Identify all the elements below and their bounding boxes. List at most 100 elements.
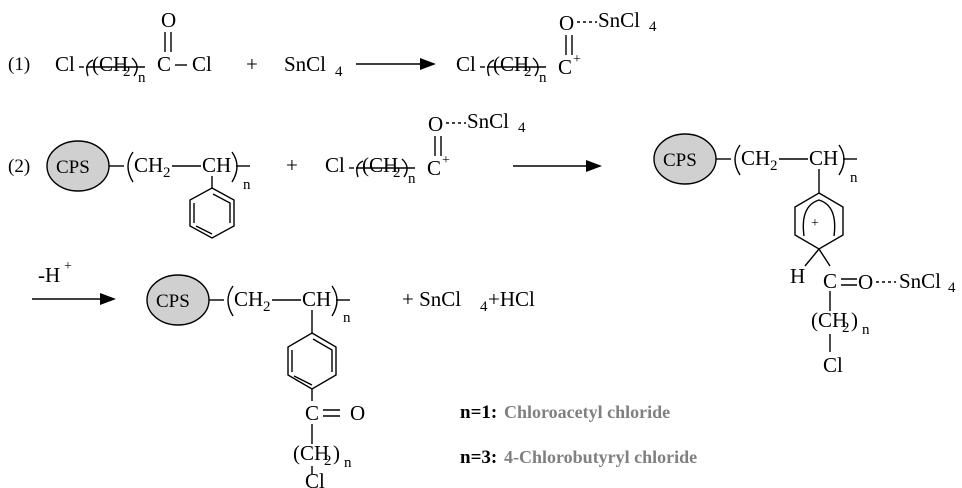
paren-close [331, 285, 338, 317]
prod3-n: n [343, 310, 351, 326]
reagent-sub: 4 [335, 64, 343, 80]
prod3-c: C [305, 401, 319, 425]
reaction-arrow-2 [513, 160, 602, 172]
benzene-double-bond [312, 338, 333, 372]
prod3-ch: CH [302, 287, 331, 311]
benzene-double-bond [212, 193, 231, 223]
int-cps: CPS [663, 150, 697, 171]
acyl-ch2: (CH [92, 52, 128, 76]
benzene-ring [189, 187, 235, 239]
arenium-ring [794, 192, 844, 250]
byproducts: + SnCl 4 +HCl [402, 287, 535, 315]
int-c: C [823, 269, 837, 293]
prod3-side-n: n [344, 455, 352, 471]
legend-name-1: Chloroacetyl chloride [504, 402, 670, 422]
prod3-cl: Cl [305, 469, 325, 488]
prod3-side-ch2-close: ) [333, 441, 340, 465]
prod3-ch2-sub: 2 [263, 299, 271, 315]
int-cl: Cl [823, 353, 843, 377]
prod-ch2: (CH [493, 52, 529, 76]
prod3-ch2: CH [234, 287, 263, 311]
acyl2-c: C [427, 156, 441, 180]
int-side-n: n [862, 322, 870, 338]
plus-1: + [246, 52, 258, 76]
prod-c: C [558, 55, 572, 79]
paren-close [838, 144, 845, 176]
acyl-cl-left: Cl [55, 52, 75, 76]
reaction-arrow-1 [356, 58, 436, 70]
acyl2-cl-left: Cl [325, 153, 345, 177]
paren-open [86, 59, 94, 77]
step-2-label: (2) [8, 156, 30, 177]
double-bond [164, 32, 172, 52]
int-sncl-sub: 4 [948, 280, 956, 296]
legend-n-1: n=1: [460, 402, 497, 423]
acyl2-sncl: SnCl [467, 109, 509, 133]
chain-ch: CH [202, 153, 231, 177]
sncl4-reagent: SnCl 4 [284, 52, 343, 80]
legend-entry-1: n=1: Chloroacetyl chloride [460, 402, 670, 423]
legend: n=1: Chloroacetyl chloride n=3: 4-Chloro… [460, 402, 697, 468]
acyl-n: n [138, 70, 146, 86]
step-2: (2) CPS CH 2 CH n + Cl (CH 2 [8, 109, 956, 377]
double-bond [565, 35, 573, 55]
int-ch2: CH [741, 146, 770, 170]
acylated-polystyrene-product: CPS CH 2 CH n C O (CH 2 ) n Cl [146, 274, 365, 488]
double-bond [434, 136, 442, 156]
prod3-side-ch2: (CH [293, 441, 329, 465]
acyl-o: O [161, 8, 176, 32]
deprotonation-condition: -H + [38, 259, 72, 287]
int-h: H [790, 264, 805, 288]
paren-open [487, 59, 495, 77]
polystyrene-reactant: CPS CH 2 CH n [46, 140, 251, 239]
chain-ch2: CH [134, 153, 163, 177]
int-side-ch2: (CH [811, 308, 847, 332]
acyl2-sncl-sub: 4 [518, 120, 526, 136]
byproducts-text: + SnCl [402, 287, 461, 311]
acyl2-charge: + [442, 153, 450, 168]
int-o: O [858, 270, 873, 294]
int-ch: CH [809, 146, 838, 170]
condition-text: -H [38, 263, 60, 287]
chain-n: n [243, 177, 251, 193]
plus-2: + [286, 153, 298, 177]
chain-ch2-sub: 2 [163, 165, 171, 181]
paren-open [227, 285, 234, 317]
step-3: -H + CPS CH 2 CH n C O [32, 259, 535, 488]
int-n: n [850, 170, 858, 186]
acyl2-n: n [408, 171, 416, 187]
bond [804, 248, 820, 267]
benzene-double-bond [195, 225, 213, 235]
legend-n-2: n=3: [460, 447, 497, 468]
paren-open [127, 151, 134, 183]
byproducts-tail: +HCl [488, 287, 535, 311]
acyl-c: C [157, 52, 171, 76]
acylium-complex-2: Cl (CH 2 n C + O SnCl 4 [325, 109, 526, 187]
step-1: (1) Cl (CH 2 n O C Cl + SnCl 4 [8, 8, 657, 86]
reaction-arrow-3 [32, 293, 116, 305]
legend-entry-2: n=3: 4-Chlorobutyryl chloride [460, 447, 697, 468]
prod-ch2-sub: 2 [524, 64, 532, 80]
prod-sncl: SnCl [598, 8, 640, 32]
prod3-side-ch2-sub: 2 [324, 453, 332, 469]
prod-cl-left: Cl [456, 52, 476, 76]
paren-open [356, 160, 364, 178]
legend-name-2: 4-Chlorobutyryl chloride [504, 447, 697, 467]
prod-sncl-sub: 4 [649, 19, 657, 35]
acylium-complex-1: Cl (CH 2 n C + O SnCl 4 [456, 8, 657, 86]
int-sncl: SnCl [899, 269, 941, 293]
prod-charge: + [573, 52, 581, 67]
cps-label: CPS [56, 157, 90, 178]
paren-open [734, 144, 741, 176]
step-1-label: (1) [8, 54, 30, 75]
int-ch2-sub: 2 [770, 158, 778, 174]
acyl2-ch2-sub: 2 [393, 165, 401, 181]
paren-close [231, 151, 238, 183]
prod3-o: O [350, 401, 365, 425]
byproducts-sub: 4 [480, 299, 488, 315]
condition-sup: + [64, 259, 72, 274]
acyl2-o: O [428, 112, 443, 136]
acyl-cl-right: Cl [192, 52, 212, 76]
arenium-delocalization [802, 199, 836, 237]
